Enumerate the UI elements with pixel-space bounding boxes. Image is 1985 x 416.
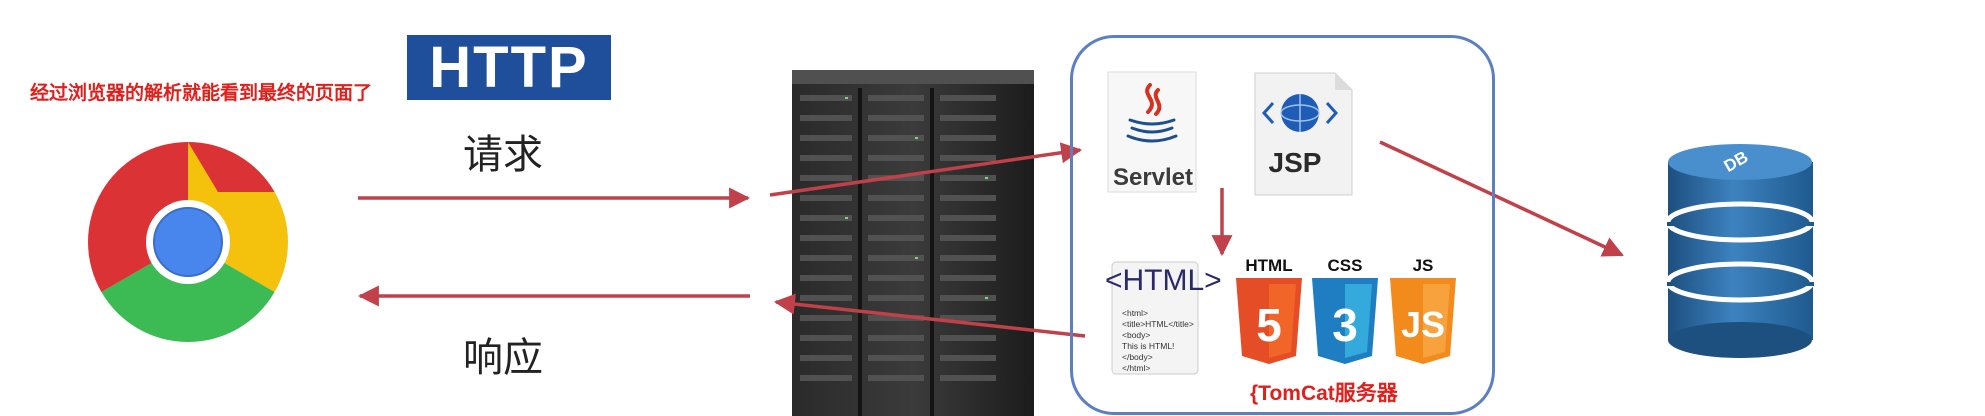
jsp-label: JSP: [1268, 147, 1322, 178]
request-label: 请求: [463, 132, 543, 178]
java-cup-icon: [1107, 71, 1197, 193]
html5-shield-icon: [1236, 278, 1302, 364]
html-document-icon: [1111, 261, 1199, 375]
server-rack-icon: [792, 70, 1034, 416]
css3-shield-icon: [1312, 278, 1378, 364]
server-to-servlet-arrow: [769, 142, 1083, 197]
chrome-browser-icon: [88, 142, 288, 342]
js-number: JS: [1400, 304, 1446, 345]
js-shield-icon: [1390, 278, 1456, 364]
css3-label: CSS: [1327, 256, 1363, 275]
html5-label: HTML: [1245, 256, 1293, 275]
globe-icon: [1254, 72, 1353, 196]
html5-number: 5: [1256, 299, 1282, 351]
js-label: JS: [1412, 256, 1434, 275]
html-tag-label: <HTML>: [1105, 264, 1222, 297]
code-line: </body>: [1122, 352, 1153, 362]
tomcat-label: {TomCat服务器: [1250, 382, 1398, 405]
database-icon: [1665, 144, 1815, 358]
code-line: <html>: [1122, 308, 1148, 318]
code-line: </html>: [1122, 363, 1151, 373]
code-line: <title>HTML</title>: [1122, 319, 1194, 329]
code-line: This is HTML!: [1122, 341, 1175, 351]
code-line: <body>: [1122, 330, 1151, 340]
tomcat-container: [1070, 35, 1495, 415]
css3-number: 3: [1332, 299, 1358, 351]
response-label: 响应: [463, 335, 543, 381]
servlet-label: Servlet: [1112, 164, 1194, 191]
jsp-to-db-arrow: [1379, 140, 1624, 257]
annotation-text: 经过浏览器的解析就能看到最终的页面了: [30, 82, 373, 104]
html-to-server-arrow: [773, 293, 1086, 338]
html-code-block: <html> <title>HTML</title> <body> This i…: [1122, 308, 1194, 374]
http-banner: HTTP: [407, 35, 611, 100]
